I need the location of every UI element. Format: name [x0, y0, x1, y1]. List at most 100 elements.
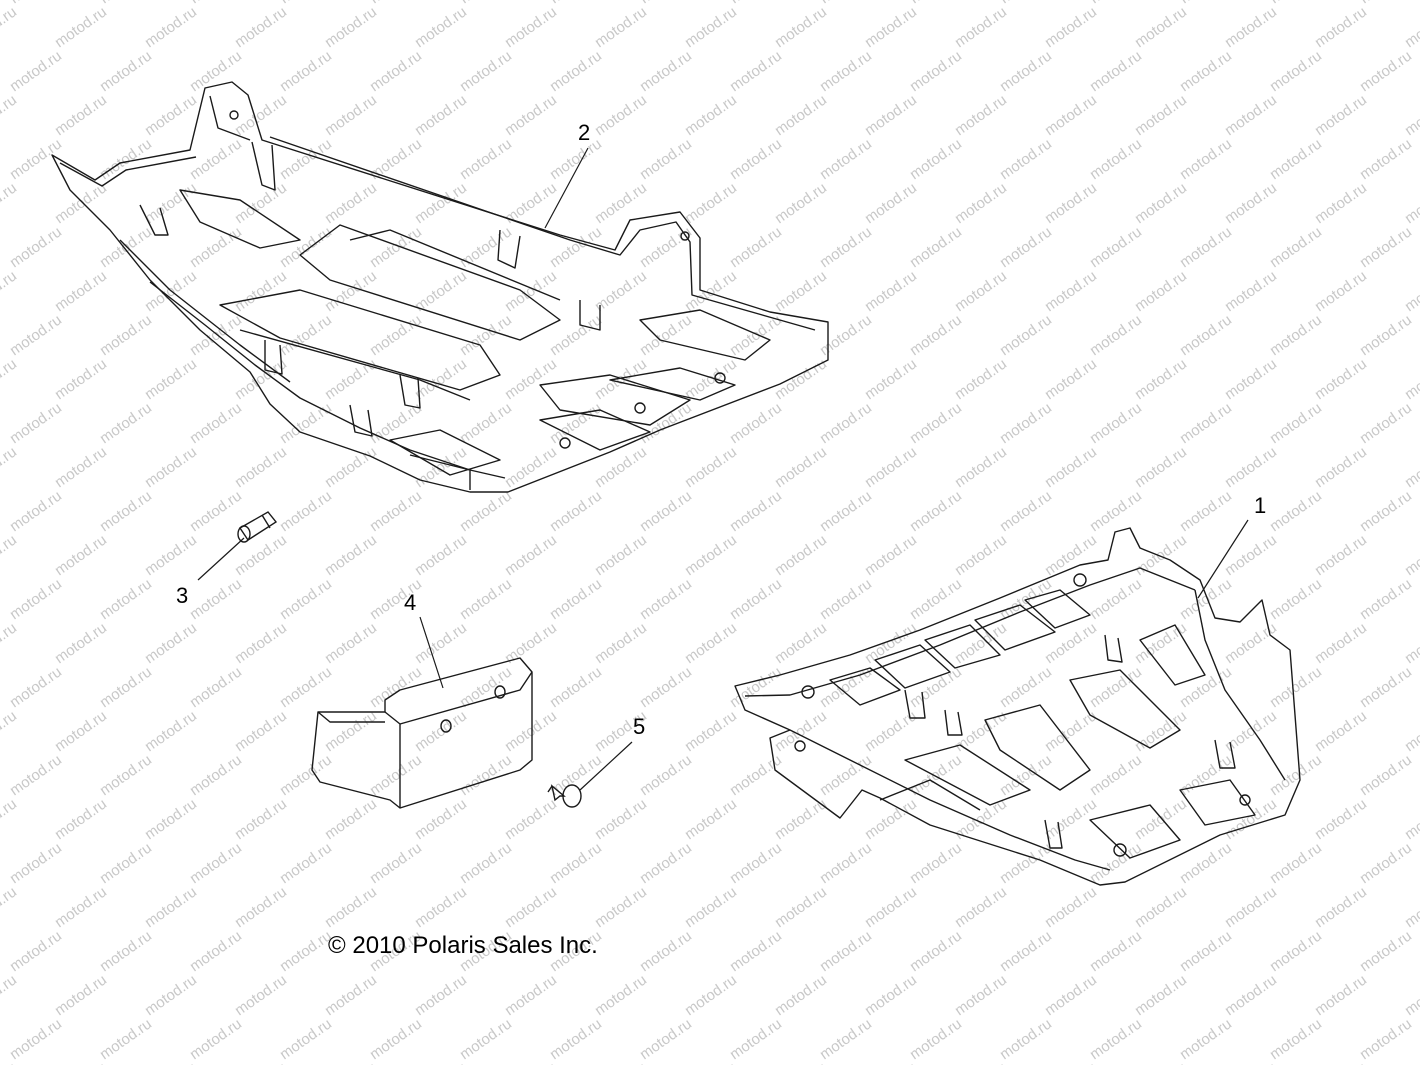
watermark-text: motod.ru — [1222, 355, 1280, 403]
watermark-text: motod.ru — [187, 399, 245, 447]
watermark-text: motod.ru — [1042, 707, 1100, 755]
watermark-text: motod.ru — [817, 311, 875, 359]
watermark-text: motod.ru — [1312, 443, 1370, 491]
watermark-text: motod.ru — [997, 1015, 1055, 1063]
watermark-text: motod.ru — [1402, 883, 1420, 931]
watermark-text: motod.ru — [142, 91, 200, 139]
watermark-text: motod.ru — [637, 0, 695, 7]
watermark-text: motod.ru — [862, 91, 920, 139]
watermark-text: motod.ru — [997, 399, 1055, 447]
watermark-text: motod.ru — [457, 487, 515, 535]
watermark-text: motod.ru — [637, 135, 695, 183]
watermark-text: motod.ru — [97, 223, 155, 271]
watermark-text: motod.ru — [682, 619, 740, 667]
watermark-text: motod.ru — [907, 1015, 965, 1063]
watermark-text: motod.ru — [682, 91, 740, 139]
watermark-text: motod.ru — [367, 47, 425, 95]
watermark-text: motod.ru — [1132, 531, 1190, 579]
watermark-text: motod.ru — [1222, 971, 1280, 1019]
watermark-text: motod.ru — [1312, 619, 1370, 667]
watermark-text: motod.ru — [772, 3, 830, 51]
watermark-text: motod.ru — [1087, 751, 1145, 799]
watermark-text: motod.ru — [1222, 531, 1280, 579]
watermark-text: motod.ru — [682, 795, 740, 843]
watermark-text: motod.ru — [0, 1059, 20, 1065]
watermark-text: motod.ru — [682, 883, 740, 931]
watermark-text: motod.ru — [772, 267, 830, 315]
watermark-text: motod.ru — [7, 311, 65, 359]
watermark-text: motod.ru — [367, 0, 425, 7]
watermark-text: motod.ru — [817, 575, 875, 623]
watermark-text: motod.ru — [7, 399, 65, 447]
watermark-text: motod.ru — [952, 707, 1010, 755]
watermark-text: motod.ru — [187, 663, 245, 711]
watermark-text: motod.ru — [862, 179, 920, 227]
watermark-text: motod.ru — [1087, 399, 1145, 447]
watermark-text: motod.ru — [817, 399, 875, 447]
watermark-text: motod.ru — [142, 179, 200, 227]
watermark-text: motod.ru — [0, 179, 20, 227]
watermark-text: motod.ru — [322, 619, 380, 667]
watermark-text: motod.ru — [682, 179, 740, 227]
watermark-text: motod.ru — [952, 267, 1010, 315]
watermark-text: motod.ru — [952, 355, 1010, 403]
watermark-text: motod.ru — [592, 1059, 650, 1065]
watermark-text: motod.ru — [187, 0, 245, 7]
watermark-text: motod.ru — [727, 1015, 785, 1063]
watermark-text: motod.ru — [1357, 751, 1415, 799]
watermark-text: motod.ru — [1267, 575, 1325, 623]
leader-line-4 — [419, 616, 444, 689]
watermark-text: motod.ru — [1177, 751, 1235, 799]
watermark-text: motod.ru — [52, 619, 110, 667]
watermark-text: motod.ru — [142, 355, 200, 403]
watermark-text: motod.ru — [547, 399, 605, 447]
watermark-text: motod.ru — [1222, 619, 1280, 667]
watermark-text: motod.ru — [637, 575, 695, 623]
watermark-text: motod.ru — [1087, 487, 1145, 535]
watermark-text: motod.ru — [862, 443, 920, 491]
watermark-text: motod.ru — [0, 443, 20, 491]
watermark-text: motod.ru — [367, 1015, 425, 1063]
watermark-text: motod.ru — [1222, 3, 1280, 51]
watermark-text: motod.ru — [862, 619, 920, 667]
watermark-text: motod.ru — [1042, 3, 1100, 51]
watermark-text: motod.ru — [1042, 179, 1100, 227]
watermark-text: motod.ru — [1132, 267, 1190, 315]
watermark-text: motod.ru — [97, 311, 155, 359]
watermark-text: motod.ru — [1267, 223, 1325, 271]
watermark-text: motod.ru — [1357, 399, 1415, 447]
watermark-text: motod.ru — [232, 883, 290, 931]
watermark-text: motod.ru — [232, 3, 290, 51]
watermark-text: motod.ru — [1357, 927, 1415, 975]
watermark-text: motod.ru — [52, 883, 110, 931]
watermark-text: motod.ru — [772, 707, 830, 755]
watermark-text: motod.ru — [52, 795, 110, 843]
watermark-text: motod.ru — [637, 927, 695, 975]
watermark-text: motod.ru — [277, 311, 335, 359]
watermark-text: motod.ru — [187, 311, 245, 359]
watermark-text: motod.ru — [97, 487, 155, 535]
watermark-text: motod.ru — [457, 839, 515, 887]
watermark-text: motod.ru — [457, 1015, 515, 1063]
watermark-text: motod.ru — [412, 707, 470, 755]
watermark-text: motod.ru — [1312, 795, 1370, 843]
watermark-text: motod.ru — [952, 531, 1010, 579]
watermark-text: motod.ru — [502, 971, 560, 1019]
watermark-text: motod.ru — [322, 795, 380, 843]
watermark-text: motod.ru — [1222, 1059, 1280, 1065]
watermark-text: motod.ru — [0, 619, 20, 667]
watermark-text: motod.ru — [1177, 135, 1235, 183]
watermark-text: motod.ru — [277, 575, 335, 623]
watermark-text: motod.ru — [457, 47, 515, 95]
watermark-text: motod.ru — [772, 91, 830, 139]
watermark-text: motod.ru — [952, 91, 1010, 139]
watermark-text: motod.ru — [997, 839, 1055, 887]
watermark-text: motod.ru — [187, 575, 245, 623]
leader-line-3 — [197, 537, 245, 581]
watermark-text: motod.ru — [997, 223, 1055, 271]
watermark-text: motod.ru — [1357, 839, 1415, 887]
watermark-text: motod.ru — [1222, 267, 1280, 315]
watermark-text: motod.ru — [1177, 47, 1235, 95]
watermark-text: motod.ru — [1357, 487, 1415, 535]
watermark-text: motod.ru — [142, 619, 200, 667]
